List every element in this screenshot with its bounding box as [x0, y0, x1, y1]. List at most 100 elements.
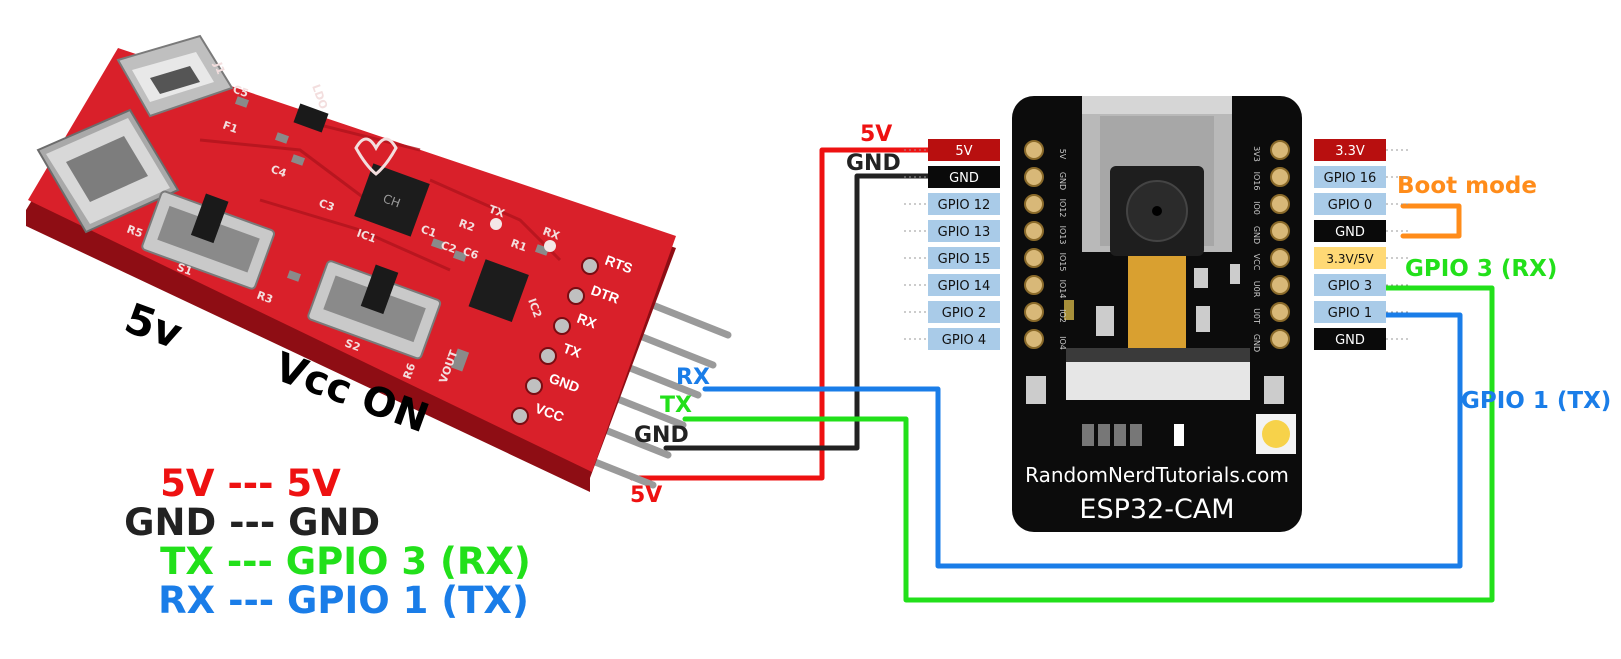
switch-s2[interactable]	[307, 249, 445, 360]
ic1-chip: CH	[354, 163, 430, 237]
cam-left-pin-labels: 5V GND GPIO 12 GPIO 13 GPIO 15 GPIO 14 G…	[928, 139, 1000, 350]
silk-c6: C6	[461, 245, 481, 263]
pin-gpio13: GPIO 13	[938, 225, 991, 240]
pin-gpio16: GPIO 16	[1324, 171, 1377, 186]
svg-text:IO14: IO14	[1058, 280, 1067, 299]
legend-row-5v: 5V --- 5V	[70, 462, 405, 505]
svg-text:U0T: U0T	[1252, 308, 1261, 324]
silk-r6: R6	[401, 361, 419, 381]
cam-model-text: ESP32-CAM	[1079, 494, 1234, 525]
silk-tx: TX	[487, 203, 507, 221]
wire-boot-mode	[1400, 203, 1462, 239]
svg-text:U0R: U0R	[1252, 281, 1261, 298]
tx-led	[490, 218, 502, 230]
cam-right-pin-labels: 3.3V GPIO 16 GPIO 0 GND 3.3V/5V GPIO 3 G…	[1314, 139, 1386, 350]
silk-c5: C5	[231, 83, 250, 101]
usb-serial-adapter: CH	[26, 34, 732, 492]
camera-ribbon	[1128, 256, 1186, 348]
svg-text:GND: GND	[1058, 172, 1067, 190]
pin-leader-lines	[904, 149, 1410, 340]
silk-f1: F1	[221, 119, 240, 136]
silk-r2: R2	[457, 217, 477, 235]
pin-gpio12: GPIO 12	[938, 198, 991, 213]
silk-r5: R5	[125, 223, 145, 241]
silk-ic2: IC2	[525, 297, 544, 320]
wire-tx	[682, 285, 1495, 603]
esp32-cam-board: 5V GND IO12 IO13 IO15 IO14 IO2 IO4 3V3 I…	[1012, 96, 1302, 532]
usb-c-connector	[36, 108, 180, 234]
pin-3v3: 3.3V	[1335, 144, 1365, 159]
svg-text:IO12: IO12	[1058, 199, 1067, 218]
pin-5v: 5V	[955, 144, 972, 159]
svg-text:IO13: IO13	[1058, 226, 1067, 245]
cam-left-pads	[1024, 140, 1044, 349]
svg-text:VCC: VCC	[1252, 254, 1261, 271]
wires	[629, 147, 1495, 603]
svg-text:5V: 5V	[1058, 149, 1067, 160]
pin-gnd-left: GND	[949, 171, 979, 186]
wire-label-gpio3-rx: GPIO 3 (RX)	[1405, 256, 1557, 282]
svg-text:GND: GND	[1252, 226, 1261, 244]
silk-ldo: LDO	[309, 83, 330, 111]
silk-s1: S1	[175, 261, 194, 279]
silk-j1: J1	[211, 60, 228, 76]
ldo-chip	[293, 103, 329, 133]
pin-label-tx: TX	[561, 340, 584, 361]
cam-silk-right: 3V3 IO16 IO0 GND VCC U0R U0T GND	[1252, 146, 1261, 352]
pin-vcc: 3.3V/5V	[1326, 252, 1374, 266]
svg-text:IO16: IO16	[1252, 172, 1261, 191]
silk-r3: R3	[255, 289, 275, 307]
rx-led	[544, 240, 556, 252]
svg-text:IO4: IO4	[1058, 336, 1067, 350]
wire-label-5v-adapter: 5V	[630, 483, 662, 508]
wire-label-5v-cam: 5V	[860, 122, 892, 147]
legend-row-gnd: GND --- GND	[34, 501, 445, 544]
adapter-logo	[354, 137, 398, 176]
pin-gnd-right: GND	[1335, 225, 1365, 240]
silk-r1: R1	[509, 237, 529, 255]
wire-label-tx-adapter: TX	[660, 393, 692, 418]
silk-c2: C2	[439, 239, 458, 257]
cam-silk-left: 5V GND IO12 IO13 IO15 IO14 IO2 IO4	[1058, 149, 1067, 350]
wire-label-gnd-adapter: GND	[634, 423, 689, 448]
pin-gpio1: GPIO 1	[1328, 306, 1372, 321]
wire-rx	[702, 312, 1463, 569]
svg-text:IO15: IO15	[1058, 253, 1067, 272]
pin-gpio0: GPIO 0	[1328, 198, 1372, 213]
ic2-chip	[468, 259, 529, 322]
switch-5v-annotation: 5v	[119, 293, 189, 358]
svg-text:CH: CH	[381, 191, 402, 210]
micro-usb-connector	[116, 34, 234, 118]
adapter-pin-pads	[511, 257, 599, 425]
pin-gpio14: GPIO 14	[938, 279, 991, 294]
cam-website-text: RandomNerdTutorials.com	[1025, 463, 1289, 487]
adapter-pcb	[28, 48, 676, 472]
silk-c1: C1	[419, 223, 438, 241]
svg-text:3V3: 3V3	[1252, 146, 1261, 162]
boot-mode-label: Boot mode	[1397, 173, 1537, 199]
wire-gnd	[663, 173, 933, 451]
wire-label-rx-adapter: RX	[676, 365, 710, 390]
legend-row-tx: TX --- GPIO 3 (RX)	[70, 540, 595, 583]
svg-text:IO2: IO2	[1058, 309, 1067, 323]
pin-gpio4: GPIO 4	[942, 333, 986, 348]
svg-text:IO0: IO0	[1252, 201, 1261, 215]
wire-label-gnd-cam: GND	[846, 151, 901, 176]
legend-row-rx: RX --- GPIO 1 (TX)	[68, 579, 593, 622]
cam-right-pads	[1270, 140, 1290, 349]
pin-gpio15: GPIO 15	[938, 252, 991, 267]
silk-s2: S2	[343, 337, 362, 355]
silk-c3: C3	[317, 197, 336, 215]
wire-label-gpio1-tx: GPIO 1 (TX)	[1461, 388, 1611, 414]
pin-gpio3: GPIO 3	[1328, 279, 1372, 294]
wire-5v	[629, 147, 933, 481]
silk-ic1: IC1	[355, 227, 378, 246]
pin-gpio2: GPIO 2	[942, 306, 986, 321]
switch-s1[interactable]	[141, 179, 279, 290]
silk-rx: RX	[541, 225, 562, 243]
svg-text:GND: GND	[1252, 334, 1261, 352]
pin-gnd-right-2: GND	[1335, 333, 1365, 348]
pin-label-rx: RX	[575, 310, 599, 332]
connection-legend: 5V --- 5V GND --- GND TX --- GPIO 3 (RX)…	[34, 462, 595, 622]
